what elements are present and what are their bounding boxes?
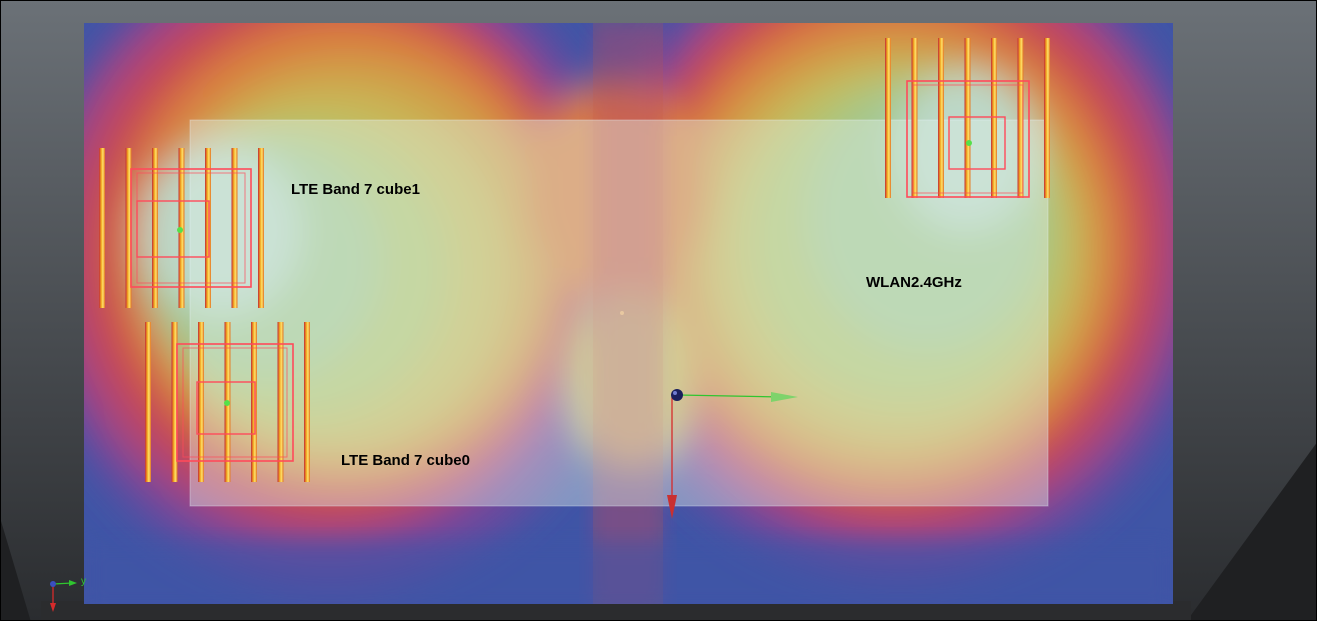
perspective-floor-left: [1, 521, 31, 620]
antenna-element: [991, 38, 997, 198]
x-axis-arrowhead: [771, 392, 798, 402]
antenna-frame-inner: [912, 84, 1024, 194]
coordinate-origin: [667, 389, 798, 519]
center-divider-strip: [593, 23, 663, 604]
axis-triad-y-label: y: [81, 576, 86, 587]
antenna-feed-box: [136, 200, 210, 258]
center-divider-core: [593, 23, 663, 604]
antenna-element: [1017, 38, 1024, 198]
y-axis-arrowhead: [667, 495, 677, 519]
axis-triad: [50, 580, 77, 612]
ground-plane: [190, 120, 1048, 506]
antenna-array-cube1[interactable]: [99, 148, 264, 308]
antenna-element: [258, 148, 264, 308]
antenna-element: [304, 322, 310, 482]
floor-shadow: [41, 601, 1191, 620]
antenna-array-cube0[interactable]: [145, 322, 310, 482]
antenna-element: [277, 322, 284, 482]
origin-sphere-highlight: [673, 391, 677, 395]
perspective-floor-right: [1187, 443, 1316, 620]
antenna-element: [198, 322, 204, 482]
antenna-element: [964, 38, 971, 198]
antenna-feed-point: [966, 140, 972, 146]
antenna-element: [251, 322, 257, 482]
antenna-frame: [906, 80, 1030, 198]
antenna-element: [938, 38, 944, 198]
bottom-fade: [84, 541, 1173, 604]
label-lte-band7-cube0: LTE Band 7 cube0: [341, 452, 470, 469]
antenna-feed-box: [196, 381, 256, 435]
antenna-element: [885, 38, 891, 198]
antenna-element: [171, 322, 178, 482]
field-plot-board: [84, 23, 1173, 604]
x-axis-line: [677, 394, 782, 398]
antenna-frame: [130, 168, 252, 288]
antenna-element: [911, 38, 918, 198]
antenna-element: [152, 148, 158, 308]
antenna-frame-inner: [182, 347, 288, 458]
center-marker: [620, 311, 624, 315]
antenna-feed-point: [177, 227, 183, 233]
antenna-element: [231, 148, 238, 308]
antenna-element: [145, 322, 151, 482]
antenna-element: [125, 148, 132, 308]
antenna-element: [205, 148, 211, 308]
label-lte-band7-cube1: LTE Band 7 cube1: [291, 181, 420, 198]
origin-sphere: [671, 389, 683, 401]
antenna-feed-box: [948, 116, 1006, 170]
ground-plane-edge: [189, 119, 1049, 507]
antenna-frame: [176, 343, 294, 462]
antenna-feed-point: [224, 400, 230, 406]
antenna-element: [1044, 38, 1050, 198]
label-wlan-2-4ghz: WLAN2.4GHz: [866, 274, 962, 291]
antenna-element: [99, 148, 105, 308]
antenna-array-wlan[interactable]: [885, 38, 1050, 198]
